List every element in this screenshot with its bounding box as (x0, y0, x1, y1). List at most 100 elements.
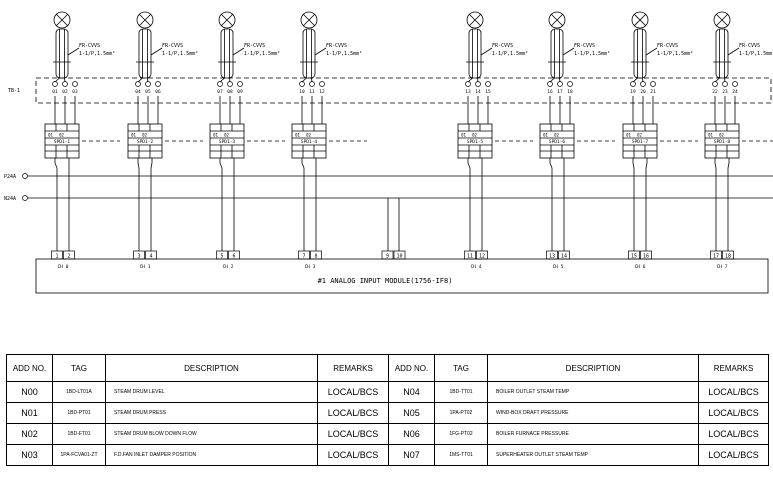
spd-box (704, 123, 740, 159)
spd-box (539, 123, 575, 159)
spd-terminal-right: 02 (306, 133, 311, 138)
terminal-screw-icon (630, 81, 636, 87)
tb-terminal-label: 15 (485, 89, 491, 95)
module-terminal-label: 15 (631, 254, 637, 260)
tb-terminal-label: 02 (62, 89, 68, 95)
spd-terminal-right: 02 (719, 133, 724, 138)
tag-cell: 1MS-TT01 (434, 444, 488, 466)
module-terminal-label: 5 (220, 254, 223, 260)
table-row: N03 1PA-FCVA01-ZT F.D.FAN INLET DAMPER P… (6, 444, 769, 466)
terminal-screw-icon (485, 81, 491, 87)
description-cell: F.D.FAN INLET DAMPER POSITION (105, 444, 318, 466)
cable-type: FR-CVVS (244, 43, 265, 49)
cable-size: 1-1/P,1.5mm² (162, 51, 198, 57)
module-terminal-label: 11 (467, 254, 473, 260)
terminal-screw-icon (62, 81, 68, 87)
terminal-screw-icon (155, 81, 161, 87)
cable-size: 1-1/P,1.5mm² (574, 51, 610, 57)
middle-terminals: 9 10 (381, 198, 406, 260)
terminal-screw-icon (640, 81, 646, 87)
spd-terminal-left: 01 (48, 133, 53, 138)
channel-label: CH 2 (223, 264, 234, 270)
spd-terminal-right: 02 (142, 133, 147, 138)
spd-terminal-right: 02 (224, 133, 229, 138)
table-header-row: ADD NO. TAG DESCRIPTION REMARKS ADD NO. … (6, 354, 769, 382)
module-terminal-10: 10 (396, 254, 402, 260)
header-description: DESCRIPTION (487, 354, 699, 382)
spd-label: SPD1-3 (219, 139, 236, 145)
spd-label: SPD1-2 (137, 139, 154, 145)
add-no-cell: N01 (6, 402, 53, 424)
header-tag: TAG (434, 354, 488, 382)
tb-terminal-label: 04 (135, 89, 141, 95)
terminal-screw-icon (237, 81, 243, 87)
spd-box (622, 123, 658, 159)
table-row: N02 1BD-FT01 STEAM DRUM BLOW DOWN FLOW L… (6, 423, 769, 445)
channel-label: CH 0 (58, 264, 69, 270)
tb-terminal-label: 07 (217, 89, 223, 95)
cable-icon (468, 28, 482, 79)
header-remarks: REMARKS (317, 354, 389, 382)
spd-box (291, 123, 327, 159)
terminal-screw-icon (722, 81, 728, 87)
header-remarks: REMARKS (698, 354, 769, 382)
spd-terminal-right: 02 (59, 133, 64, 138)
remarks-cell: LOCAL/BCS (698, 402, 769, 424)
tb-terminal-label: 16 (547, 89, 553, 95)
channel-label: CH 7 (717, 264, 728, 270)
cable-size: 1-1/P,1.5mm² (326, 51, 362, 57)
spd-box (209, 123, 245, 159)
spd-label: SPD1-4 (301, 139, 318, 145)
description-cell: BOILER OUTLET STEAM TEMP (487, 381, 699, 403)
terminal-block-enclosure (35, 77, 772, 104)
tag-cell: 1FG-PT02 (434, 423, 488, 445)
terminal-screw-icon (650, 81, 656, 87)
cable-icon (55, 28, 69, 79)
tb-terminal-label: 22 (712, 89, 718, 95)
tag-cell: 1BD-TT01 (434, 381, 488, 403)
channel-label: CH 5 (553, 264, 564, 270)
cable-type: FR-CVVS (79, 43, 100, 49)
header-description: DESCRIPTION (105, 354, 318, 382)
terminal-screw-icon (465, 81, 471, 87)
add-no-cell: N06 (388, 423, 435, 445)
remarks-cell: LOCAL/BCS (317, 402, 389, 424)
remarks-cell: LOCAL/BCS (698, 381, 769, 403)
module-terminal-label: 6 (232, 254, 235, 260)
p24a-terminal (22, 173, 28, 179)
spd-box (44, 123, 80, 159)
spd-label: SPD1-1 (54, 139, 71, 145)
channel-label: CH 3 (305, 264, 316, 270)
terminal-screw-icon (547, 81, 553, 87)
module-terminal-label: 18 (725, 254, 731, 260)
module-title: #1 ANALOG INPUT MODULE(1756-IF8) (318, 277, 453, 285)
terminal-screw-icon (732, 81, 738, 87)
tb-terminal-label: 21 (650, 89, 656, 95)
spd-terminal-left: 01 (213, 133, 218, 138)
spd-terminal-left: 01 (626, 133, 631, 138)
cable-type: FR-CVVS (739, 43, 760, 49)
header-tag: TAG (52, 354, 106, 382)
tb-terminal-label: 09 (237, 89, 243, 95)
tb-terminal-label: 03 (72, 89, 78, 95)
description-cell: STEAM DRUM BLOW DOWN FLOW (105, 423, 318, 445)
spd-terminal-left: 01 (461, 133, 466, 138)
terminal-screw-icon (135, 81, 141, 87)
terminal-screw-icon (567, 81, 573, 87)
description-cell: SUPERHEATER OUTLET STEAM TEMP (487, 444, 699, 466)
add-no-cell: N05 (388, 402, 435, 424)
terminal-screw-icon (557, 81, 563, 87)
add-no-cell: N04 (388, 381, 435, 403)
description-cell: BOILER FURNACE PRESSURE (487, 423, 699, 445)
module-terminal-label: 17 (713, 254, 719, 260)
tb-terminal-label: 06 (155, 89, 161, 95)
channel-label: CH 1 (140, 264, 151, 270)
